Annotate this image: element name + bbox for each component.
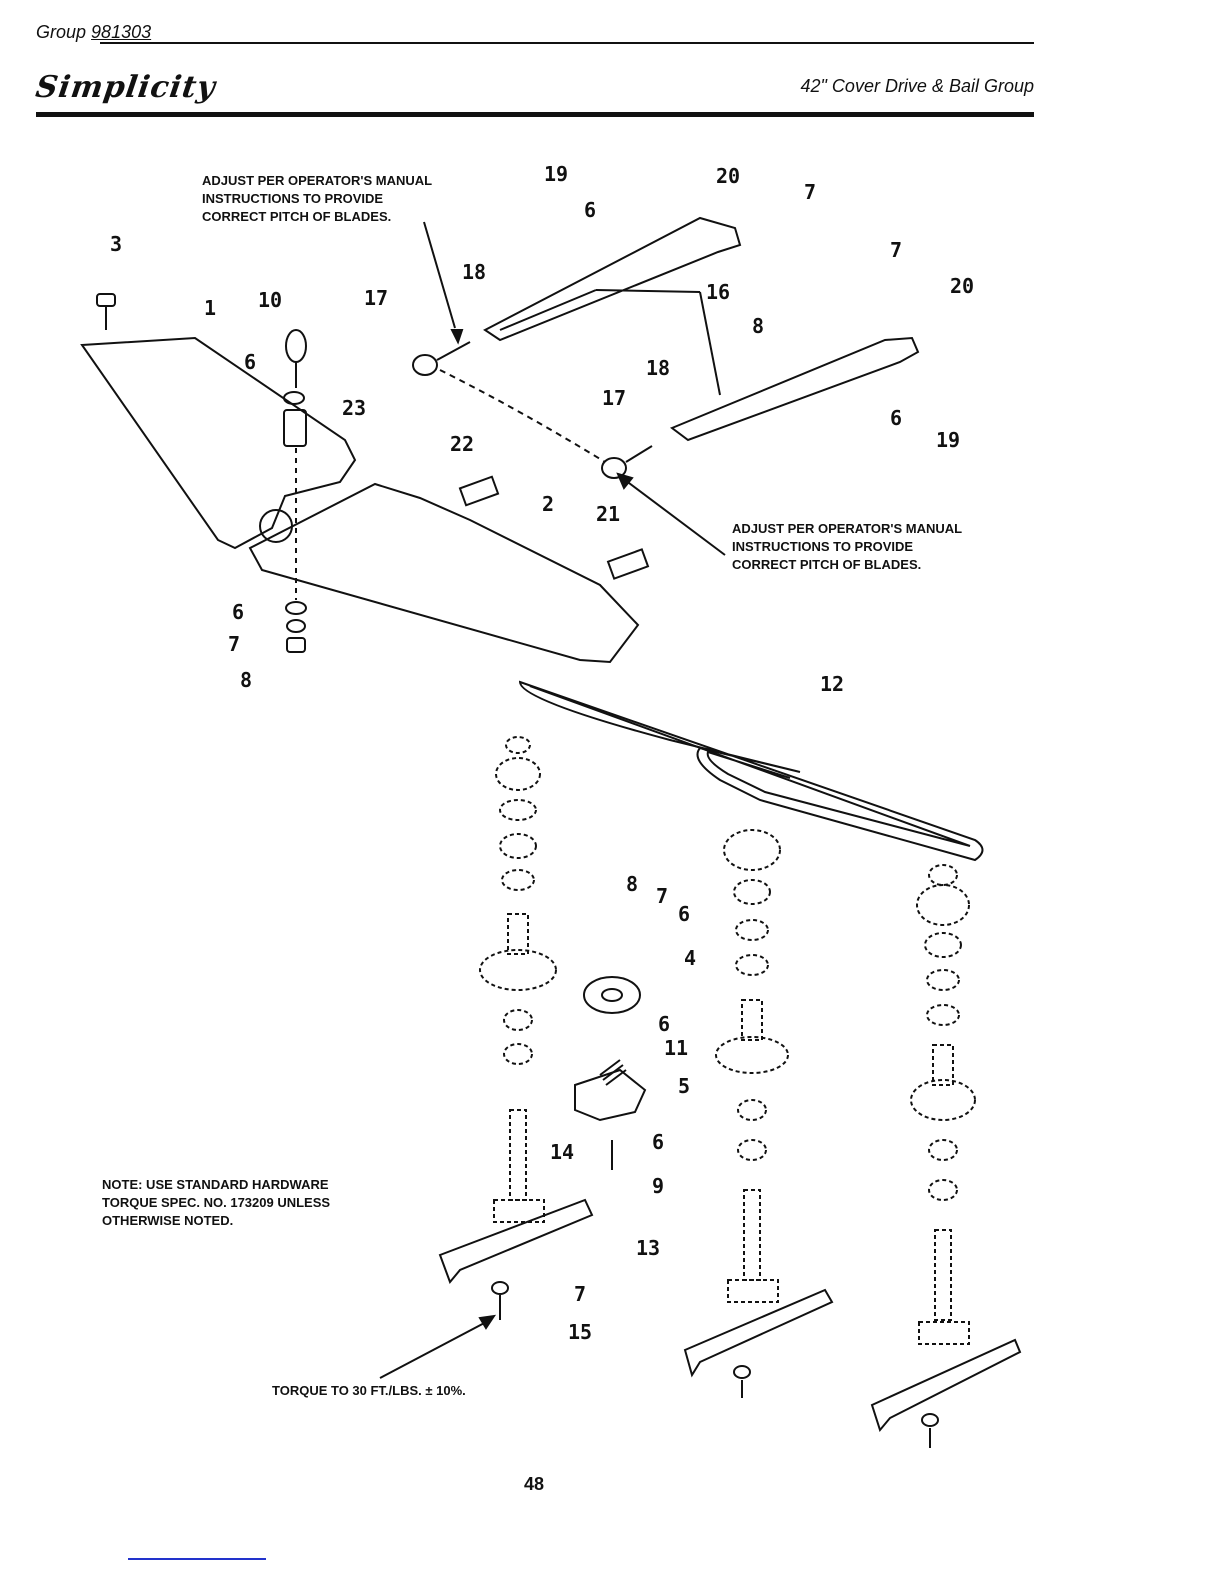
callout-22: 22 xyxy=(450,432,475,456)
spindle-left xyxy=(479,736,557,1223)
callout-7-bail-lower: 7 xyxy=(890,238,903,262)
idler-pulley xyxy=(583,976,641,1014)
section-title: 42" Cover Drive & Bail Group xyxy=(800,76,1034,96)
adjust-note-top-line-1: ADJUST PER OPERATOR'S MANUAL xyxy=(202,173,433,188)
callout-16: 16 xyxy=(706,280,731,304)
decal-21 xyxy=(606,548,650,580)
callout-4: 4 xyxy=(684,946,697,970)
group-label-text: Group xyxy=(36,22,87,42)
callout-6-cover: 6 xyxy=(232,600,245,624)
callout-5: 5 xyxy=(678,1074,691,1098)
callout-3: 3 xyxy=(110,232,123,256)
header-top-rule xyxy=(100,42,1034,44)
callout-17-lower: 17 xyxy=(602,386,627,410)
idler-bracket xyxy=(574,1068,647,1122)
blade-middle xyxy=(683,1288,834,1378)
rod-end-lower xyxy=(601,457,627,479)
spring xyxy=(599,1059,627,1086)
spindle-right xyxy=(910,864,976,1345)
adjust-note-right: ADJUST PER OPERATOR'S MANUAL INSTRUCTION… xyxy=(732,520,962,574)
adjust-note-right-line-1: ADJUST PER OPERATOR'S MANUAL xyxy=(732,521,963,536)
blade-right xyxy=(870,1338,1022,1433)
callout-7-idler: 7 xyxy=(656,884,669,908)
callout-6-idler-bottom: 6 xyxy=(652,1130,665,1154)
blade-left xyxy=(438,1198,594,1284)
footer-link-underline xyxy=(128,1558,266,1560)
callout-8-cover: 8 xyxy=(240,668,253,692)
decal-22 xyxy=(458,475,500,507)
callout-19-upper: 19 xyxy=(544,162,569,186)
callout-18-upper: 18 xyxy=(462,260,487,284)
callout-23: 23 xyxy=(342,396,367,420)
cover-plate-right xyxy=(248,482,640,664)
callout-9: 9 xyxy=(652,1174,665,1198)
callout-8-bail: 8 xyxy=(752,314,765,338)
callout-11: 11 xyxy=(664,1036,689,1060)
callout-2: 2 xyxy=(542,492,555,516)
bail-arm-upper xyxy=(483,216,742,342)
adjust-note-right-line-3: CORRECT PITCH OF BLADES. xyxy=(732,557,922,572)
hardware-note-line-1: NOTE: USE STANDARD HARDWARE xyxy=(102,1177,329,1192)
callout-6-eyebolt: 6 xyxy=(244,350,257,374)
callout-7-cover: 7 xyxy=(228,632,241,656)
callout-7-blade: 7 xyxy=(574,1282,587,1306)
callout-1: 1 xyxy=(204,296,217,320)
callout-21: 21 xyxy=(596,502,621,526)
callout-14: 14 xyxy=(550,1140,575,1164)
hex-screw xyxy=(96,293,116,307)
page-number: 48 xyxy=(524,1474,545,1494)
callout-6-idler-mid: 6 xyxy=(658,1012,671,1036)
group-label: Group 981303 xyxy=(36,22,151,43)
callout-8-idler: 8 xyxy=(626,872,639,896)
torque-note: TORQUE TO 30 FT./LBS. ± 10%. xyxy=(272,1383,466,1398)
hardware-note-line-2: TORQUE SPEC. NO. 173209 UNLESS xyxy=(102,1195,331,1210)
adjust-note-top-line-2: INSTRUCTIONS TO PROVIDE xyxy=(202,191,384,206)
callout-18-lower: 18 xyxy=(646,356,671,380)
callout-6-idler-top: 6 xyxy=(678,902,691,926)
cover-plate-left xyxy=(80,336,357,550)
callout-17-upper: 17 xyxy=(364,286,389,310)
eye-bolt xyxy=(285,329,307,363)
group-number: 981303 xyxy=(91,22,152,42)
hardware-note-line-3: OTHERWISE NOTED. xyxy=(102,1213,234,1228)
rod-end-upper xyxy=(412,354,438,376)
hardware-note: NOTE: USE STANDARD HARDWARE TORQUE SPEC.… xyxy=(102,1176,330,1230)
bail-arm-lower xyxy=(669,336,920,442)
spacer xyxy=(283,409,307,447)
callout-20-upper: 20 xyxy=(716,164,741,188)
callout-19-lower: 19 xyxy=(936,428,961,452)
callout-7-bail-upper: 7 xyxy=(804,180,817,204)
callout-10: 10 xyxy=(258,288,283,312)
callout-6-bail-lower: 6 xyxy=(890,406,903,430)
callout-13: 13 xyxy=(636,1236,661,1260)
adjust-note-right-line-2: INSTRUCTIONS TO PROVIDE xyxy=(732,539,914,554)
header-main-rule xyxy=(36,112,1034,117)
callout-6-bail-upper: 6 xyxy=(584,198,597,222)
adjust-note-top: ADJUST PER OPERATOR'S MANUAL INSTRUCTION… xyxy=(202,172,432,226)
callout-20-lower: 20 xyxy=(950,274,975,298)
callout-15: 15 xyxy=(568,1320,593,1344)
spindle-middle xyxy=(715,829,789,1303)
adjust-note-top-line-3: CORRECT PITCH OF BLADES. xyxy=(202,209,392,224)
callout-12: 12 xyxy=(820,672,845,696)
drive-belt xyxy=(518,680,984,862)
